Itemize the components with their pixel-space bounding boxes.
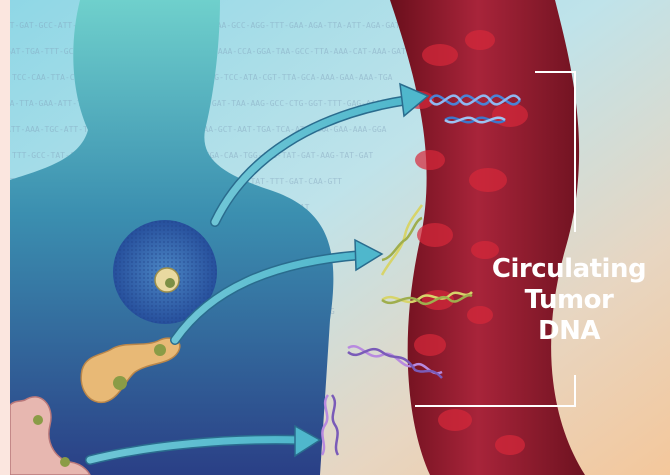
colon-tumor-small: [60, 457, 70, 467]
label-line-1: Circulating: [492, 254, 646, 284]
pancreas-tumor-small: [154, 344, 166, 356]
lung-tumor-core: [165, 278, 175, 288]
colon-tumor: [33, 415, 43, 425]
illustration-canvas: ATT-GAT-GCC-ATT-TTA-ATT-CAA-AGA-GAA-AAT-…: [10, 0, 670, 475]
label-line-3: DNA: [538, 316, 600, 346]
left-margin-strip: [0, 0, 10, 475]
label-line-2: Tumor: [525, 285, 614, 315]
ctdna-illustration: ATT-GAT-GCC-ATT-TTA-ATT-CAA-AGA-GAA-AAT-…: [10, 0, 670, 475]
pancreas-tumor: [113, 376, 127, 390]
